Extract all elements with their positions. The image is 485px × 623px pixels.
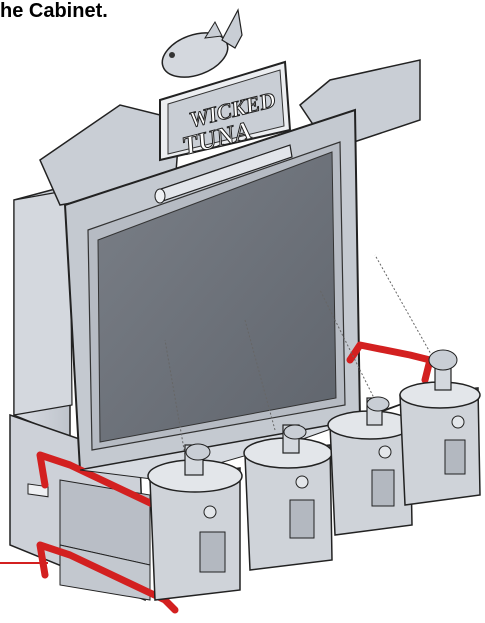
player-station-3: [327, 396, 413, 536]
section-caption: he Cabinet.: [0, 0, 108, 22]
cabinet-side-panel: [13, 184, 151, 481]
top-light-bar: [154, 144, 293, 204]
wicked-tuna-logo: WICKED TUNA: [159, 60, 292, 161]
player-station-2: [243, 424, 333, 571]
player-station-1: [147, 443, 243, 601]
display-screen: [97, 151, 337, 443]
player-station-4: [399, 349, 481, 506]
fishing-rods: [164, 254, 441, 456]
red-handrail-right: [346, 341, 434, 384]
tuna-fish-topper: [161, 8, 243, 78]
